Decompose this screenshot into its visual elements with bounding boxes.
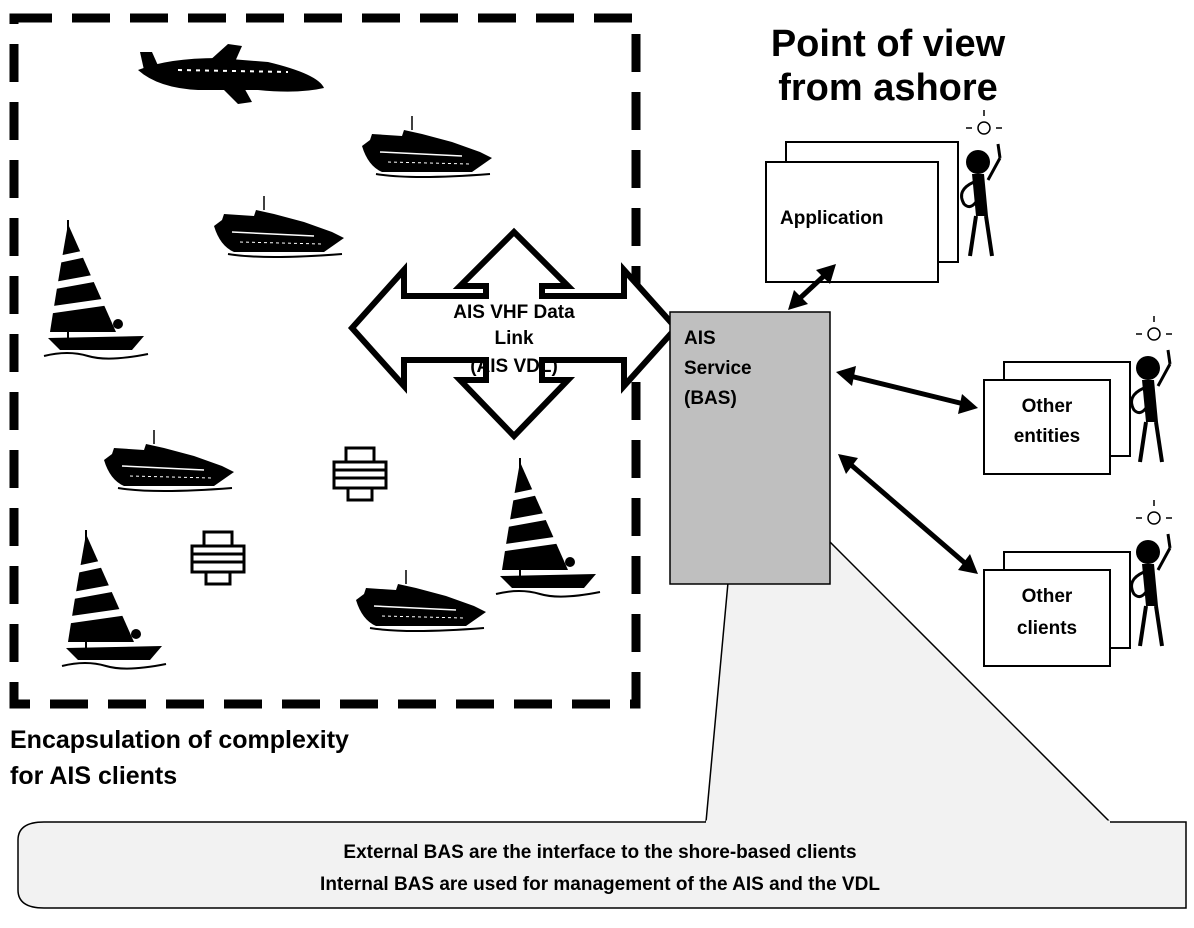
other-clients-line1: Other [1022, 586, 1073, 607]
other-entities-box [983, 379, 1111, 475]
airplane-icon [138, 44, 324, 104]
buoy-icon [190, 530, 246, 586]
other-clients-line2: clients [1017, 618, 1077, 639]
encapsulation-line2: for AIS clients [10, 762, 177, 790]
ship-icon [355, 569, 487, 632]
application-box [765, 161, 939, 283]
callout-bubble [17, 450, 1187, 909]
ship-icon [213, 195, 345, 258]
arrow-other-clients [838, 454, 978, 574]
callout-line1: External BAS are the interface to the sh… [343, 842, 856, 863]
vdl-label-line3: (AIS VDL) [470, 356, 558, 377]
ship-icon [361, 115, 493, 178]
service-label-line1: AIS [684, 328, 716, 349]
heading-line1: Point of view [771, 23, 1006, 65]
buoy-icon [332, 446, 388, 502]
service-label-line2: Service [684, 358, 752, 379]
person-idea-icon [959, 108, 1004, 258]
service-label-line3: (BAS) [684, 388, 737, 409]
encapsulation-line1: Encapsulation of complexity [10, 726, 349, 754]
other-entities-line2: entities [1014, 426, 1081, 447]
arrow-other-entities [836, 366, 978, 414]
person-idea-icon [1129, 498, 1174, 648]
sailboat-icon [496, 458, 600, 597]
ship-icon [103, 429, 235, 492]
ais-service-box [669, 311, 831, 585]
other-entities-line1: Other [1022, 396, 1073, 417]
vdl-label-line1: AIS VHF Data [453, 302, 575, 323]
arrow-application [788, 264, 836, 310]
sailboat-icon [62, 530, 166, 669]
other-clients-box [983, 569, 1111, 667]
person-idea-icon [1129, 314, 1174, 464]
sailboat-icon [44, 220, 148, 359]
heading-line2: from ashore [778, 67, 998, 109]
vdl-label-line2: Link [494, 328, 533, 349]
application-label: Application [780, 208, 883, 229]
callout-line2: Internal BAS are used for management of … [320, 874, 880, 895]
vdl-four-way-arrow [347, 227, 681, 441]
